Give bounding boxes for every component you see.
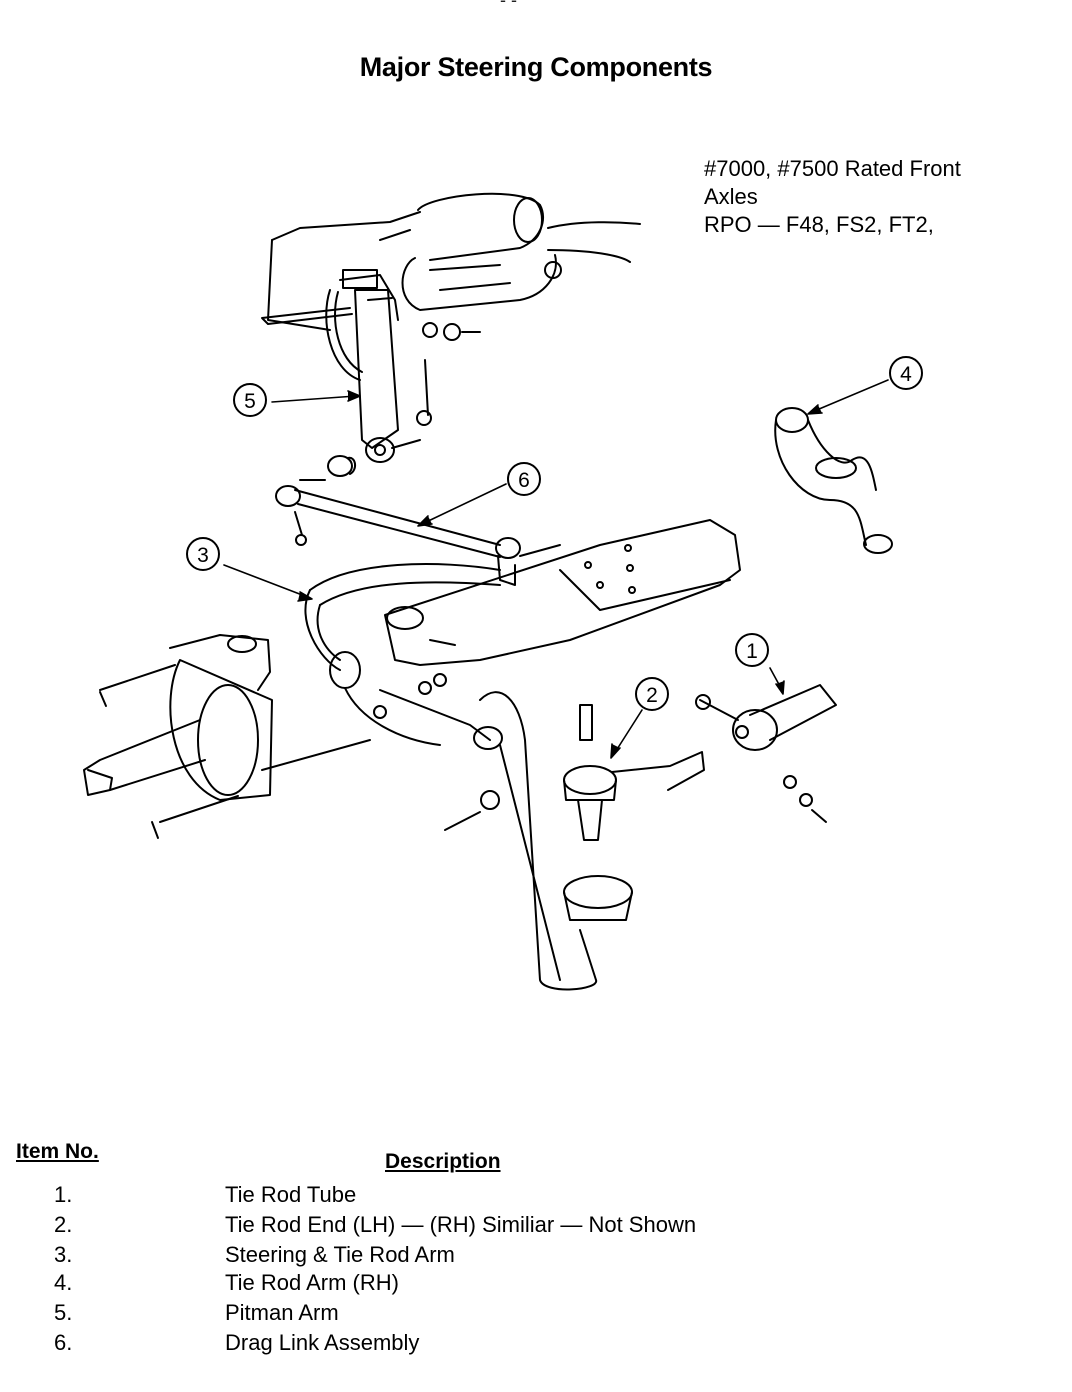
axle-beam-illustration bbox=[384, 519, 741, 666]
note-line: Axles bbox=[704, 184, 758, 209]
item-description: Steering & Tie Rod Arm bbox=[225, 1242, 455, 1267]
item-number: 2. bbox=[54, 1212, 73, 1237]
callout-leaders bbox=[223, 379, 889, 759]
item-number: 4. bbox=[54, 1270, 73, 1295]
callout-1-label: 1 bbox=[746, 640, 758, 663]
tie-rod-tube-illustration bbox=[695, 684, 837, 823]
callout-3: 3 bbox=[186, 537, 220, 571]
callout-1: 1 bbox=[735, 633, 769, 667]
callout-2-label: 2 bbox=[646, 684, 658, 707]
callout-3-label: 3 bbox=[197, 544, 209, 567]
callout-5-label: 5 bbox=[244, 390, 256, 413]
tie-rod-arm-rh-illustration bbox=[774, 407, 893, 554]
steering-exploded-diagram: 5 4 6 3 1 2 bbox=[83, 192, 923, 991]
callout-2: 2 bbox=[635, 677, 669, 711]
item-number: 1. bbox=[54, 1182, 73, 1207]
page-title: Major Steering Components bbox=[359, 52, 713, 82]
steering-knuckle-illustration bbox=[83, 634, 371, 839]
description-header: Description bbox=[385, 1150, 501, 1173]
item-description: Tie Rod Arm (RH) bbox=[225, 1270, 399, 1295]
item-no-header: Item No. bbox=[16, 1140, 99, 1163]
callout-6: 6 bbox=[507, 462, 541, 496]
axle-rating-note: #7000, #7500 Rated Front Axles RPO — F48… bbox=[704, 155, 961, 239]
tie-rod-end-illustration bbox=[444, 691, 705, 991]
item-description: Drag Link Assembly bbox=[225, 1330, 420, 1355]
steering-arm-illustration bbox=[304, 563, 503, 750]
item-description: Tie Rod Tube bbox=[225, 1182, 357, 1207]
callout-4: 4 bbox=[889, 356, 923, 390]
callout-4-label: 4 bbox=[900, 363, 912, 386]
drag-link-illustration bbox=[275, 479, 561, 586]
steering-gear-illustration bbox=[261, 192, 641, 381]
item-number: 3. bbox=[54, 1242, 73, 1267]
pitman-arm-illustration bbox=[327, 289, 432, 477]
callout-5: 5 bbox=[233, 383, 267, 417]
item-description: Tie Rod End (LH) — (RH) Similiar — Not S… bbox=[225, 1212, 697, 1237]
page-header-fragment: - - bbox=[500, 0, 517, 10]
item-number: 6. bbox=[54, 1330, 73, 1355]
note-line: #7000, #7500 Rated Front bbox=[704, 156, 961, 181]
item-number: 5. bbox=[54, 1300, 73, 1325]
note-line: RPO — F48, FS2, FT2, bbox=[704, 212, 934, 237]
item-description: Pitman Arm bbox=[225, 1300, 339, 1325]
callout-6-label: 6 bbox=[518, 469, 530, 492]
